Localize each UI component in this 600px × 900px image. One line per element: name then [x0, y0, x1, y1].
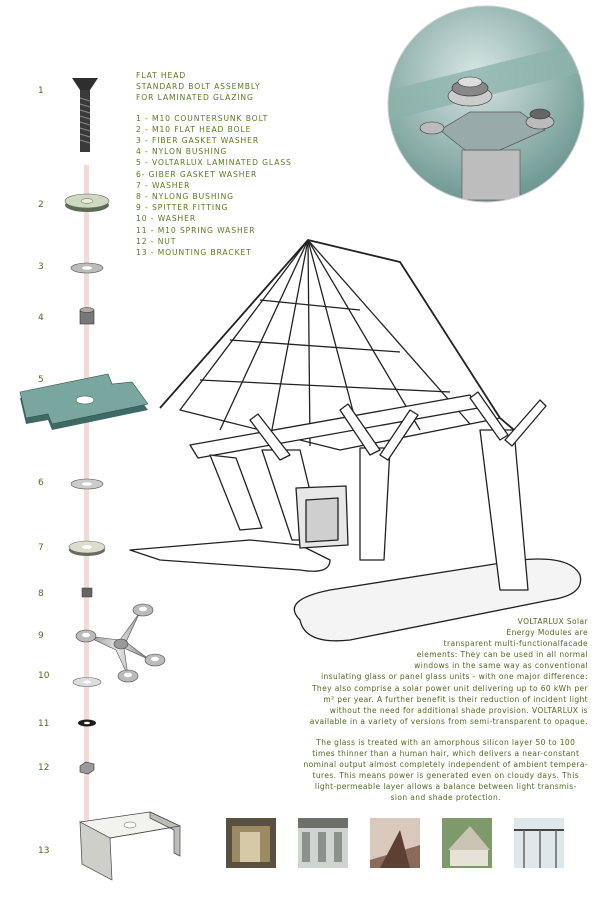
laminated-glass-part [19, 373, 149, 430]
photo-thumbnail-3 [370, 818, 420, 868]
part-number-7: 7 [38, 543, 44, 553]
legend-item: 3 - FIBER GASKET WASHER [136, 136, 260, 146]
part-number-3: 3 [38, 262, 44, 272]
nylon-bushing-part [79, 307, 95, 325]
fiber-gasket-washer-part [70, 262, 104, 274]
desc2-line: times thinner than a human hair, which d… [312, 749, 580, 759]
desc2-line: tures. This means power is generated eve… [312, 771, 579, 781]
axis-rod [84, 165, 89, 820]
desc1-line: insulating glass or panel glass units - … [321, 672, 588, 682]
photo-thumbnail-2 [298, 818, 348, 868]
legend-item: 7 - WASHER [136, 180, 191, 190]
nut-part [79, 761, 95, 775]
legend-item: 10 - WASHER [136, 214, 197, 224]
legend-item: 6- GIBER GASKET WASHER [136, 169, 258, 179]
legend-item: 4 - NYLON BUSHING [136, 147, 228, 157]
part-number-12: 12 [38, 763, 50, 773]
legend-item: 5 - VOLTARLUX LAMINATED GLASS [136, 158, 292, 168]
part-number-10: 10 [38, 671, 50, 681]
legend-item: 2 - M10 FLAT HEAD BOLE [136, 124, 252, 134]
description-paragraph-2: The glass is treated with an amorphous s… [304, 737, 588, 804]
parts-legend: FLAT HEAD STANDARD BOLT ASSEMBLY FOR LAM… [136, 70, 292, 258]
desc1-line: without the need for additional shade pr… [329, 705, 588, 715]
nylong-bushing-part [81, 587, 93, 598]
mounting-bracket-part [78, 811, 182, 881]
desc2-line: nominal output almost completely indepen… [303, 760, 588, 770]
solar-canopy-drawing [129, 239, 582, 642]
legend-item: 12 - NUT [136, 236, 177, 246]
legend-title-line-3: FOR LAMINATED GLAZING [136, 93, 254, 103]
part-number-4: 4 [38, 313, 44, 323]
part-number-13: 13 [38, 846, 50, 856]
desc1-line: transparent multi-functionalfacade [443, 639, 588, 649]
part-number-9: 9 [38, 631, 44, 641]
description-paragraph-1: VOLTARLUX Solar Energy Modules are trans… [310, 616, 588, 727]
fitting-detail-circle [387, 5, 585, 203]
photo-thumbnail-1 [226, 818, 276, 868]
part-number-1: 1 [38, 86, 44, 96]
desc1-line: Energy Modules are [506, 628, 588, 638]
desc2-line: sion and shade protection. [390, 793, 501, 803]
legend-title-line-1: FLAT HEAD [136, 71, 187, 80]
photo-thumbnail-5 [514, 818, 564, 868]
desc2-line: light-permeable layer allows a balance b… [314, 782, 577, 792]
spider-fitting-part [75, 603, 166, 683]
part-number-8: 8 [38, 589, 44, 599]
legend-item: 9 - SPITTER FITTING [136, 203, 229, 213]
legend-title-line-2: STANDARD BOLT ASSEMBLY [136, 82, 261, 92]
desc1-line: available in a variety of versions from … [309, 716, 588, 726]
legend-item: 11 - M10 SPRING WASHER [136, 225, 256, 235]
desc2-line: The glass is treated with an amorphous s… [316, 738, 576, 747]
washer-part [68, 540, 106, 556]
legend-item: 1 - M10 COUNTERSUNK BOLT [136, 113, 269, 123]
legend-item: 8 - NYLONG BUSHING [136, 192, 234, 202]
washer-10-part [72, 677, 102, 687]
flat-head-washer-part [64, 193, 110, 212]
desc1-line: m² per year. A further benefit is their … [323, 694, 588, 704]
desc1-line: windows in the same way as conventional [414, 661, 588, 671]
desc1-line: VOLTARLUX Solar [517, 617, 588, 626]
desc1-line: They also comprise a solar power unit de… [311, 683, 588, 693]
part-number-2: 2 [38, 200, 44, 210]
photo-thumbnail-4 [442, 818, 492, 868]
countersunk-bolt-part [72, 78, 98, 152]
part-number-6: 6 [38, 478, 44, 488]
desc1-line: elements: They can be used in all normal [416, 650, 588, 660]
giber-gasket-washer-part [70, 478, 104, 490]
part-number-5: 5 [38, 375, 44, 385]
part-number-11: 11 [38, 719, 50, 729]
legend-item: 13 - MOUNTING BRACKET [136, 248, 252, 258]
spring-washer-part [78, 719, 96, 727]
